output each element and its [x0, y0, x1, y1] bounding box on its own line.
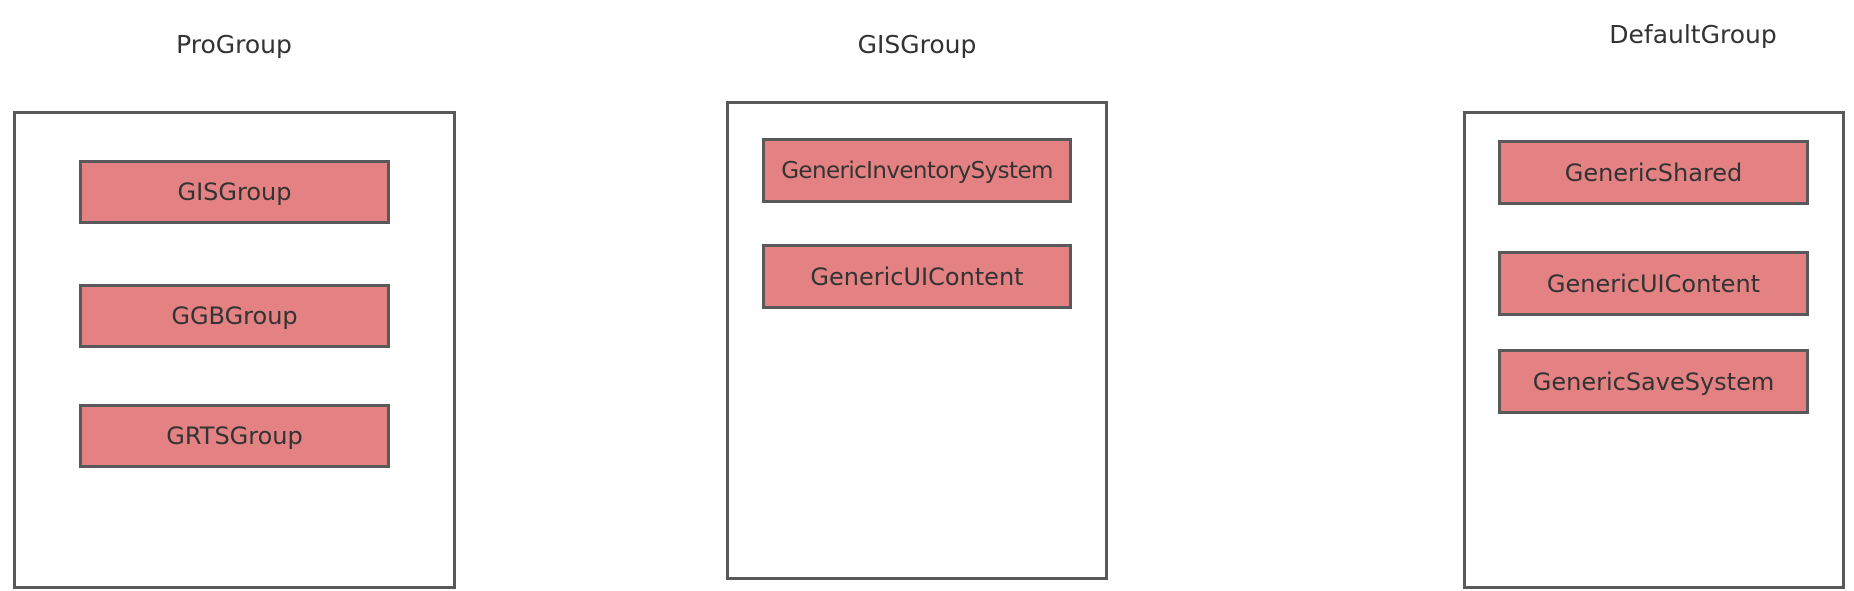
node-grtsgroup: GRTSGroup: [79, 404, 390, 468]
node-gisgroup: GISGroup: [79, 160, 390, 224]
group-title-gisgroup: GISGroup: [857, 30, 977, 59]
node-genericsavesystem: GenericSaveSystem: [1498, 349, 1809, 414]
node-ggbgroup: GGBGroup: [79, 284, 390, 348]
node-genericuicontent-gis: GenericUIContent: [762, 244, 1072, 309]
group-title-progroup: ProGroup: [176, 30, 292, 59]
group-title-defaultgroup: DefaultGroup: [1609, 20, 1777, 49]
node-genericuicontent-default: GenericUIContent: [1498, 251, 1809, 316]
node-genericshared: GenericShared: [1498, 140, 1809, 205]
node-genericinventorysystem: GenericInventorySystem: [762, 138, 1072, 203]
